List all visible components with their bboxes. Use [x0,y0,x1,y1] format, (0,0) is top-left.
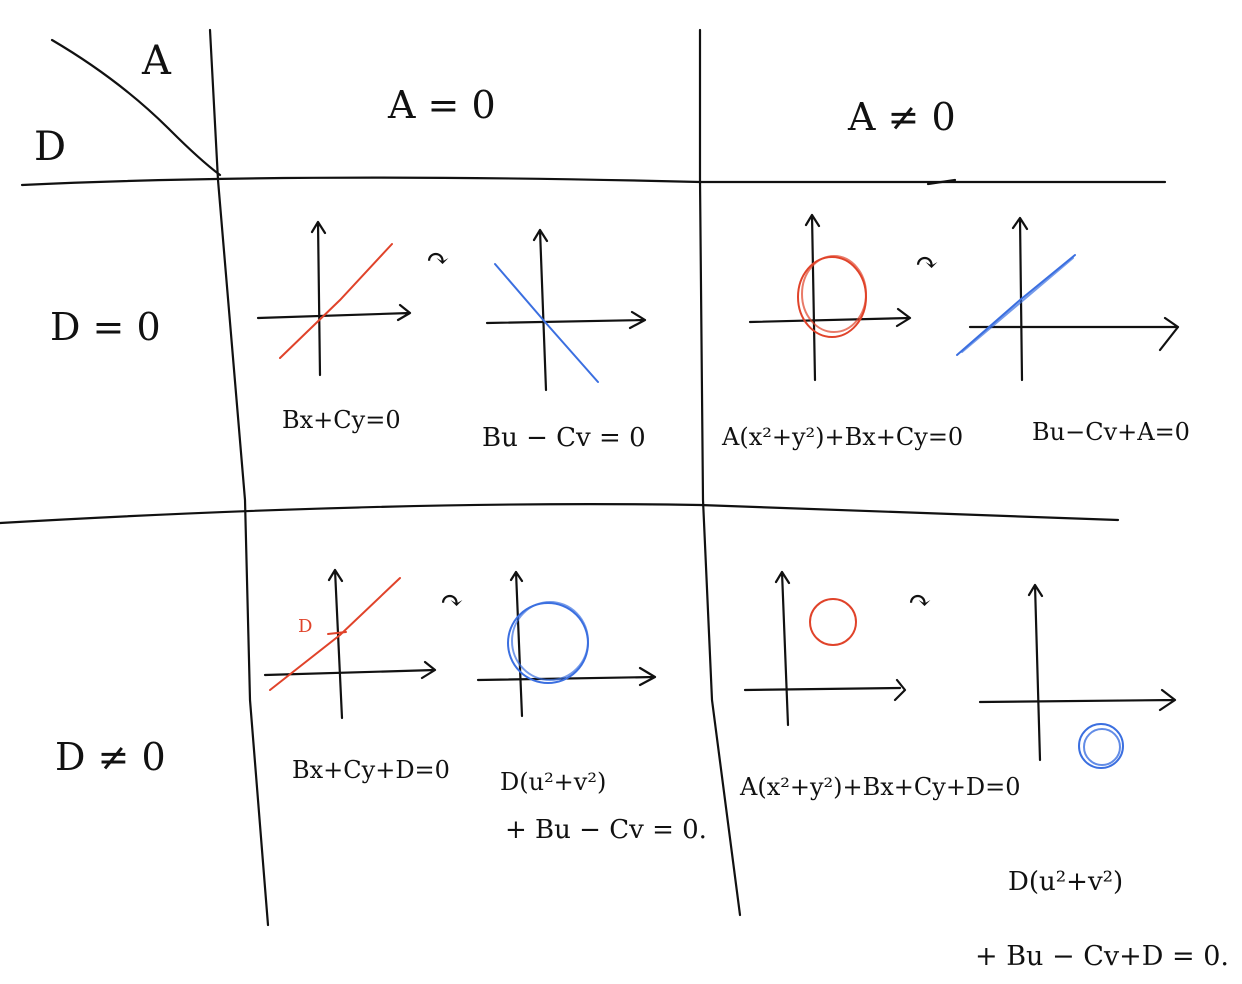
transform-arrow: ↷ [908,584,931,617]
cell-a0-dn: D ↷ Bx+Cy+D=0 D(u²+v²) + Bu − Cv = 0. [263,568,707,845]
vertical-divider-2 [698,28,742,917]
transform-arrow: ↷ [915,246,938,279]
point-label: D [298,616,312,637]
col-header-a-nonzero: A ≠ 0 [847,95,956,139]
cell-an-d0: ↷ A(x²+y²)+Bx+Cy=0 Bu−Cv+A=0 [721,213,1190,451]
axes-original [263,568,437,720]
axes-original [748,213,912,382]
equation-image-line2: + Bu − Cv = 0. [505,815,707,845]
transform-arrow: ↷ [440,584,463,617]
axes-original [743,570,907,727]
transform-arrow: ↷ [426,242,449,275]
axes-original [256,220,412,377]
equation-original: A(x²+y²)+Bx+Cy+D=0 [739,773,1021,801]
vertical-divider-1 [208,28,270,927]
equation-image-line1: D(u²+v²) [500,768,606,796]
cell-a0-d0: ↷ Bx+Cy=0 Bu − Cv = 0 [256,220,647,453]
row-header-d-zero: D = 0 [50,305,161,349]
circle-original [797,256,867,338]
axes-image [978,583,1177,762]
axes-image [476,570,657,718]
equation-original: A(x²+y²)+Bx+Cy=0 [721,423,963,451]
equation-image-line1: D(u²+v²) [1008,867,1123,897]
equation-image: Bu − Cv = 0 [482,423,646,453]
col-var-label: A [141,38,172,84]
axes-image [485,228,647,392]
cell-an-dn: ↷ A(x²+y²)+Bx+Cy+D=0 D(u²+v²) + Bu − Cv+… [739,570,1229,972]
circle-original [809,598,857,646]
equation-image: Bu−Cv+A=0 [1032,418,1190,446]
equation-original: Bx+Cy+D=0 [292,756,450,784]
row-header-d-nonzero: D ≠ 0 [55,735,166,779]
equation-original: Bx+Cy=0 [282,406,401,434]
horizontal-divider-2 [0,503,1120,525]
col-header-a-zero: A = 0 [387,83,496,127]
horizontal-divider-1-tick [926,178,957,186]
point-marker [327,631,347,635]
horizontal-divider-1 [20,176,1167,187]
circle-image [1078,723,1124,769]
table-grid [0,28,1167,927]
line-image [494,263,599,383]
line-original [279,243,393,359]
diagonal-header-line [50,38,222,177]
line-image [956,254,1076,356]
line-original [269,577,401,691]
equation-image-line2: + Bu − Cv+D = 0. [975,941,1229,972]
row-var-label: D [34,124,66,170]
axes-image [968,216,1180,382]
